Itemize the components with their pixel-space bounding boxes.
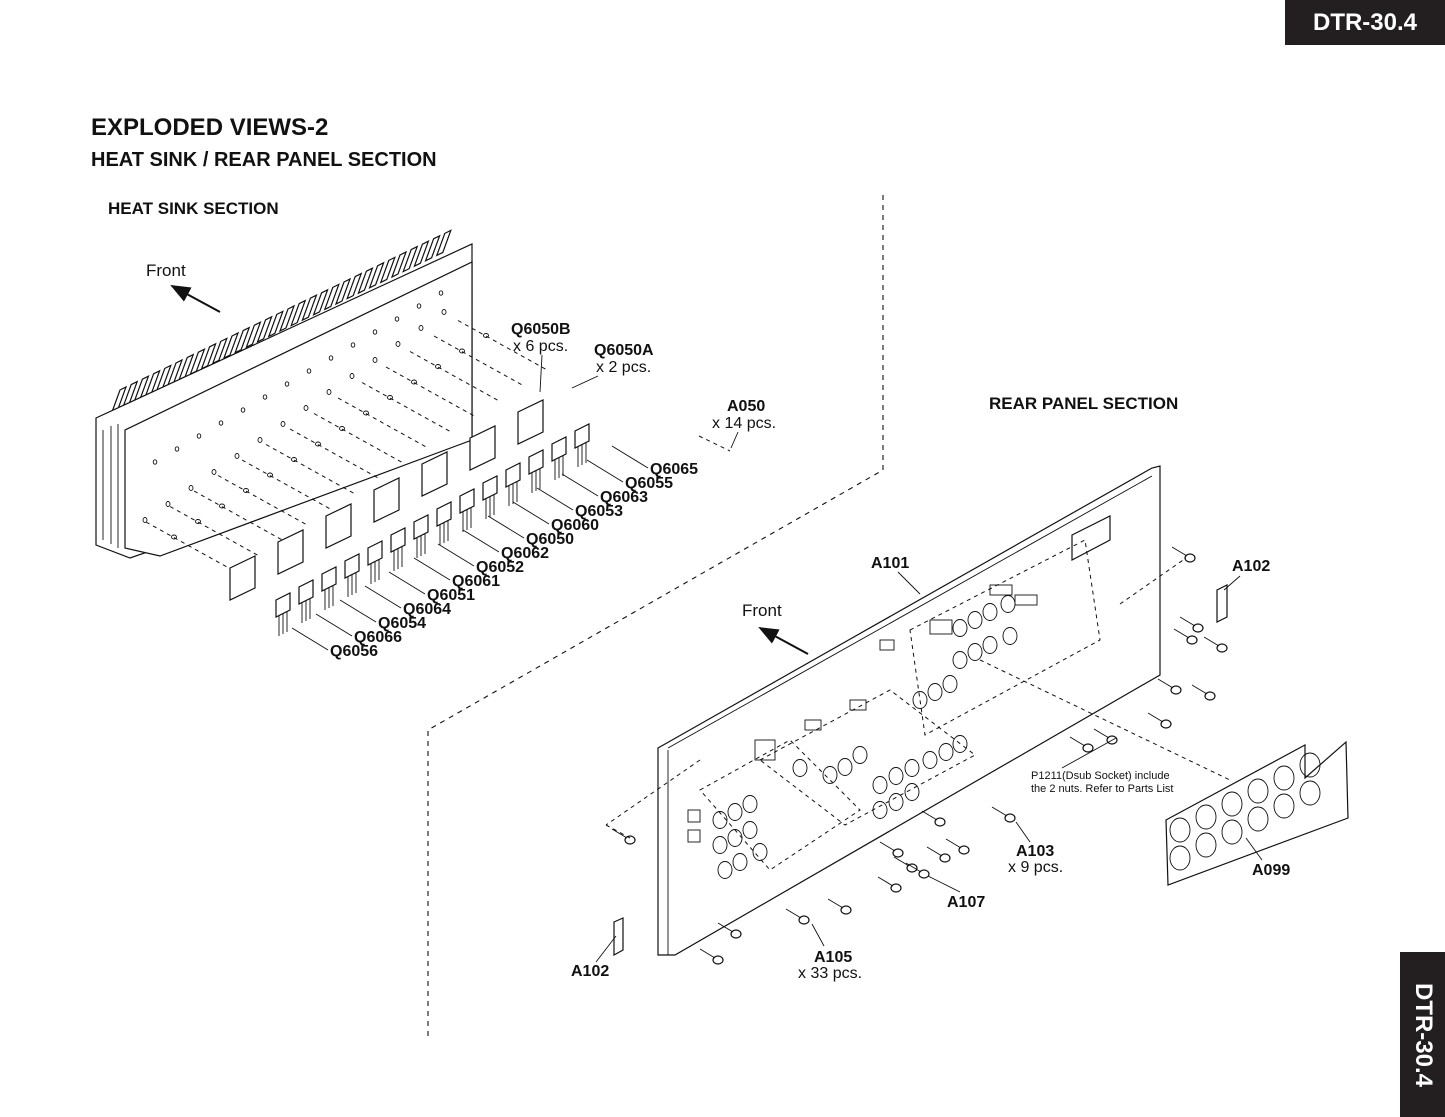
front-arrow-icon <box>758 627 809 655</box>
transistor-label: Q6061 <box>452 573 500 590</box>
page-title: EXPLODED VIEWS-2 <box>91 114 329 141</box>
rear-panel-jacks <box>687 584 1038 879</box>
a103-qty: x 9 pcs. <box>1008 859 1063 876</box>
p1211-note-line2: the 2 nuts. Refer to Parts List <box>1031 783 1173 795</box>
a103-ref: A103 <box>1016 843 1054 860</box>
a050-screw-group <box>145 320 549 573</box>
transistor-label: Q6055 <box>625 475 673 492</box>
rear-panel-vent <box>1071 515 1111 561</box>
model-label: DTR-30.4 <box>1312 8 1418 36</box>
transistor-label: Q6052 <box>476 559 524 576</box>
transistor-group <box>275 423 590 636</box>
rear-panel-assembly <box>657 465 1161 956</box>
heat-sink-front-label: Front <box>146 261 186 280</box>
model-tab: DTR-30.4 <box>1285 0 1445 45</box>
page-subtitle: HEAT SINK / REAR PANEL SECTION <box>91 149 437 171</box>
transistor-labels: Q6065Q6055Q6063Q6053Q6060Q6050Q6062Q6052… <box>291 445 698 660</box>
heat-sink-holes <box>142 290 447 523</box>
insulator-pads <box>229 399 544 601</box>
a105-qty: x 33 pcs. <box>798 965 862 982</box>
a099-plate <box>1165 740 1349 886</box>
heat-sink-assembly <box>95 229 473 559</box>
a102-left-ref: A102 <box>571 963 609 980</box>
transistor-label: Q6062 <box>501 545 549 562</box>
rear-panel-boards <box>699 539 1101 871</box>
rear-panel-screws <box>605 546 1231 965</box>
a099-ref: A099 <box>1252 862 1290 879</box>
transistor-label: Q6060 <box>551 517 599 534</box>
transistor-label: Q6066 <box>354 629 402 646</box>
q6050a-ref: Q6050A <box>594 342 654 359</box>
a102-right-part <box>1216 584 1228 623</box>
transistor-label: Q6050 <box>526 531 574 548</box>
transistor-label: Q6054 <box>378 615 426 632</box>
transistor-label: Q6064 <box>403 601 451 618</box>
transistor-label: Q6065 <box>650 461 698 478</box>
section-divider <box>427 195 884 1036</box>
side-model-tab: DTR-30.4 <box>1400 952 1445 1117</box>
transistor-label: Q6051 <box>427 587 475 604</box>
q6050b-qty: x 6 pcs. <box>513 338 568 355</box>
a102-right-ref: A102 <box>1232 558 1270 575</box>
a050-qty: x 14 pcs. <box>712 415 776 432</box>
heat-sink-plate <box>124 261 473 557</box>
a105-ref: A105 <box>814 949 852 966</box>
transistor-label: Q6063 <box>600 489 648 506</box>
a050-ref: A050 <box>727 398 765 415</box>
rear-panel-section-label: REAR PANEL SECTION <box>989 394 1179 413</box>
transistor-label: Q6056 <box>330 643 378 660</box>
rear-panel-body <box>657 465 1161 956</box>
rear-panel-front-label: Front <box>742 601 782 620</box>
q6050a-qty: x 2 pcs. <box>596 359 651 376</box>
a107-ref: A107 <box>947 894 985 911</box>
a102-left-part <box>613 917 624 957</box>
heat-sink-section-label: HEAT SINK SECTION <box>108 199 279 218</box>
p1211-note-line1: P1211(Dsub Socket) include <box>1031 770 1170 782</box>
a101-ref: A101 <box>871 555 909 572</box>
front-arrow-icon <box>170 285 221 313</box>
transistor-label: Q6053 <box>575 503 623 520</box>
q6050b-ref: Q6050B <box>511 321 571 338</box>
